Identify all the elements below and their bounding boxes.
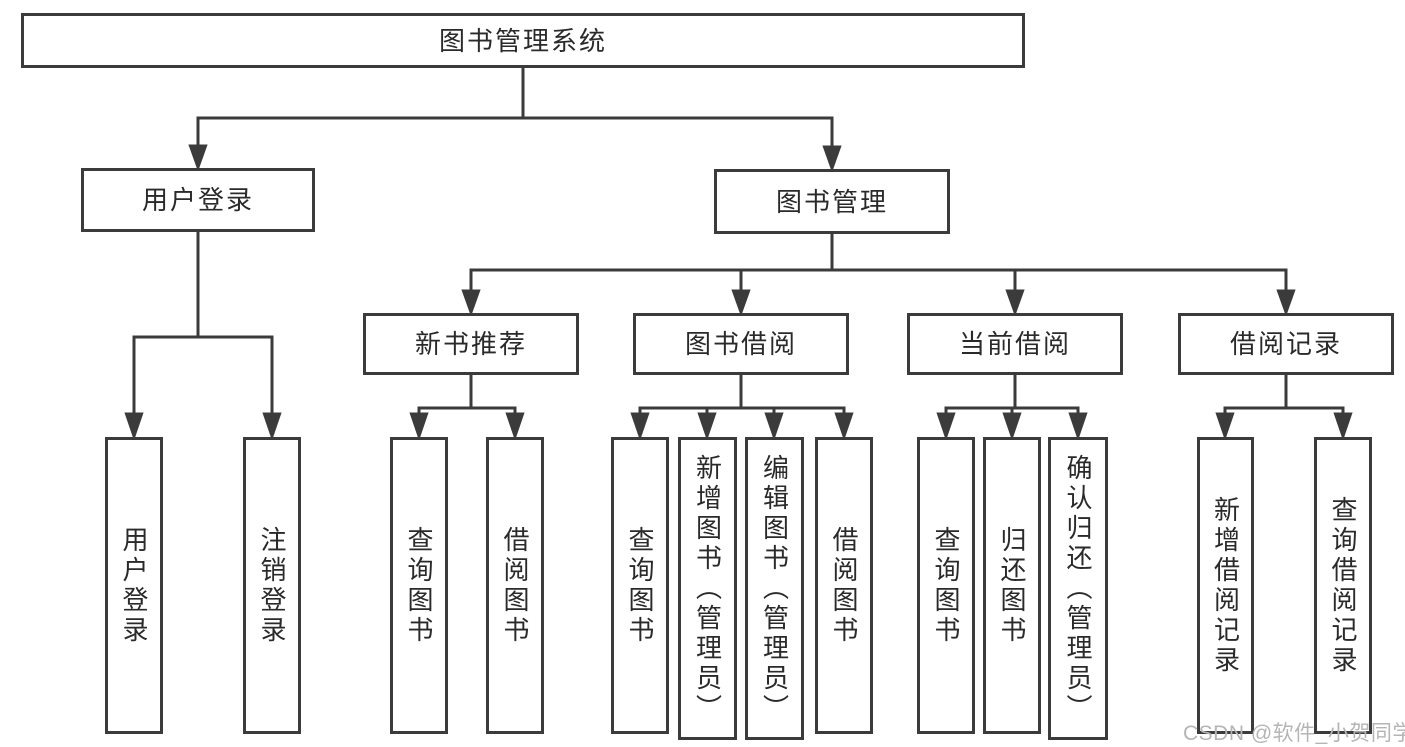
node-new-book-recommend-label: 新书推荐 (414, 329, 527, 359)
node-current-borrowing-label: 当前借阅 (958, 329, 1071, 359)
leaf-query-books-borrowing-label: 查询图书 (625, 525, 655, 646)
leaf-return-books-label: 归还图书 (997, 525, 1027, 646)
leaf-query-books-recommend: 查询图书 (390, 437, 448, 734)
leaf-add-books-admin-label: 新增图书（管理员） (692, 453, 723, 724)
node-book-management-label: 图书管理 (775, 186, 888, 217)
leaf-logout-label: 注销登录 (257, 525, 287, 646)
leaf-query-borrow-record-label: 查询借阅记录 (1328, 495, 1358, 676)
leaf-return-books: 归还图书 (983, 437, 1041, 734)
node-book-borrowing-label: 图书借阅 (684, 329, 797, 359)
leaf-confirm-return-admin: 确认归还（管理员） (1048, 437, 1108, 740)
node-borrowing-records: 借阅记录 (1178, 313, 1394, 375)
leaf-edit-books-admin: 编辑图书（管理员） (745, 437, 804, 740)
leaf-borrow-books-label: 借阅图书 (829, 525, 859, 646)
leaf-user-login: 用户登录 (105, 437, 163, 734)
leaf-borrow-books-recommend-label: 借阅图书 (500, 525, 530, 646)
leaf-logout: 注销登录 (243, 437, 301, 734)
leaf-query-books-current: 查询图书 (917, 437, 975, 734)
leaf-query-books-current-label: 查询图书 (931, 525, 961, 646)
leaf-borrow-books-recommend: 借阅图书 (486, 437, 544, 734)
node-current-borrowing: 当前借阅 (907, 313, 1123, 375)
leaf-confirm-return-admin-label: 确认归还（管理员） (1063, 453, 1093, 724)
leaf-query-borrow-record: 查询借阅记录 (1314, 437, 1372, 734)
watermark: CSDN @软件_小贺同学 (1183, 722, 1405, 745)
leaf-add-borrow-record: 新增借阅记录 (1197, 437, 1254, 734)
leaf-borrow-books: 借阅图书 (815, 437, 873, 734)
leaf-add-borrow-record-label: 新增借阅记录 (1210, 495, 1241, 676)
leaf-query-books-recommend-label: 查询图书 (404, 525, 434, 646)
node-borrowing-records-label: 借阅记录 (1229, 329, 1342, 359)
node-root-label: 图书管理系统 (438, 25, 607, 56)
leaf-user-login-label: 用户登录 (119, 525, 149, 646)
node-new-book-recommend: 新书推荐 (363, 313, 579, 375)
node-user-login-label: 用户登录 (141, 185, 254, 215)
leaf-add-books-admin: 新增图书（管理员） (678, 437, 737, 740)
node-book-management: 图书管理 (714, 169, 950, 234)
leaf-edit-books-admin-label: 编辑图书（管理员） (759, 453, 790, 724)
leaf-query-books-borrowing: 查询图书 (611, 437, 669, 734)
node-user-login: 用户登录 (81, 168, 315, 232)
node-book-borrowing: 图书借阅 (633, 313, 849, 375)
node-root: 图书管理系统 (21, 13, 1025, 68)
